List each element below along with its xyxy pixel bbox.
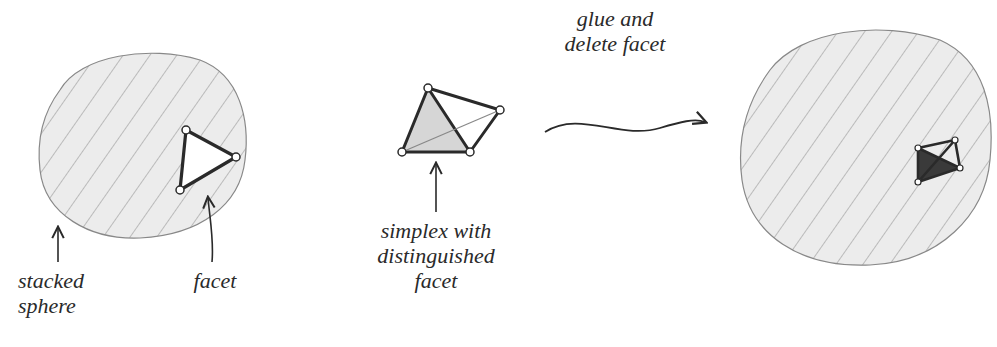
glue-arrow bbox=[545, 120, 705, 132]
annotation-label: stacked sphere bbox=[18, 268, 108, 318]
facet-triangle bbox=[176, 126, 240, 194]
simplex bbox=[398, 84, 504, 156]
annotation-label: facet bbox=[180, 268, 250, 293]
annotation-label: simplex with distinguished facet bbox=[366, 218, 506, 293]
leader-line bbox=[435, 164, 437, 212]
stacked-sphere bbox=[30, 40, 260, 250]
annotation-label: glue and delete facet bbox=[560, 6, 670, 56]
glued-simplex bbox=[915, 137, 963, 185]
leader-line bbox=[57, 228, 59, 262]
glued-sphere bbox=[730, 15, 995, 275]
leader-line bbox=[208, 198, 213, 262]
